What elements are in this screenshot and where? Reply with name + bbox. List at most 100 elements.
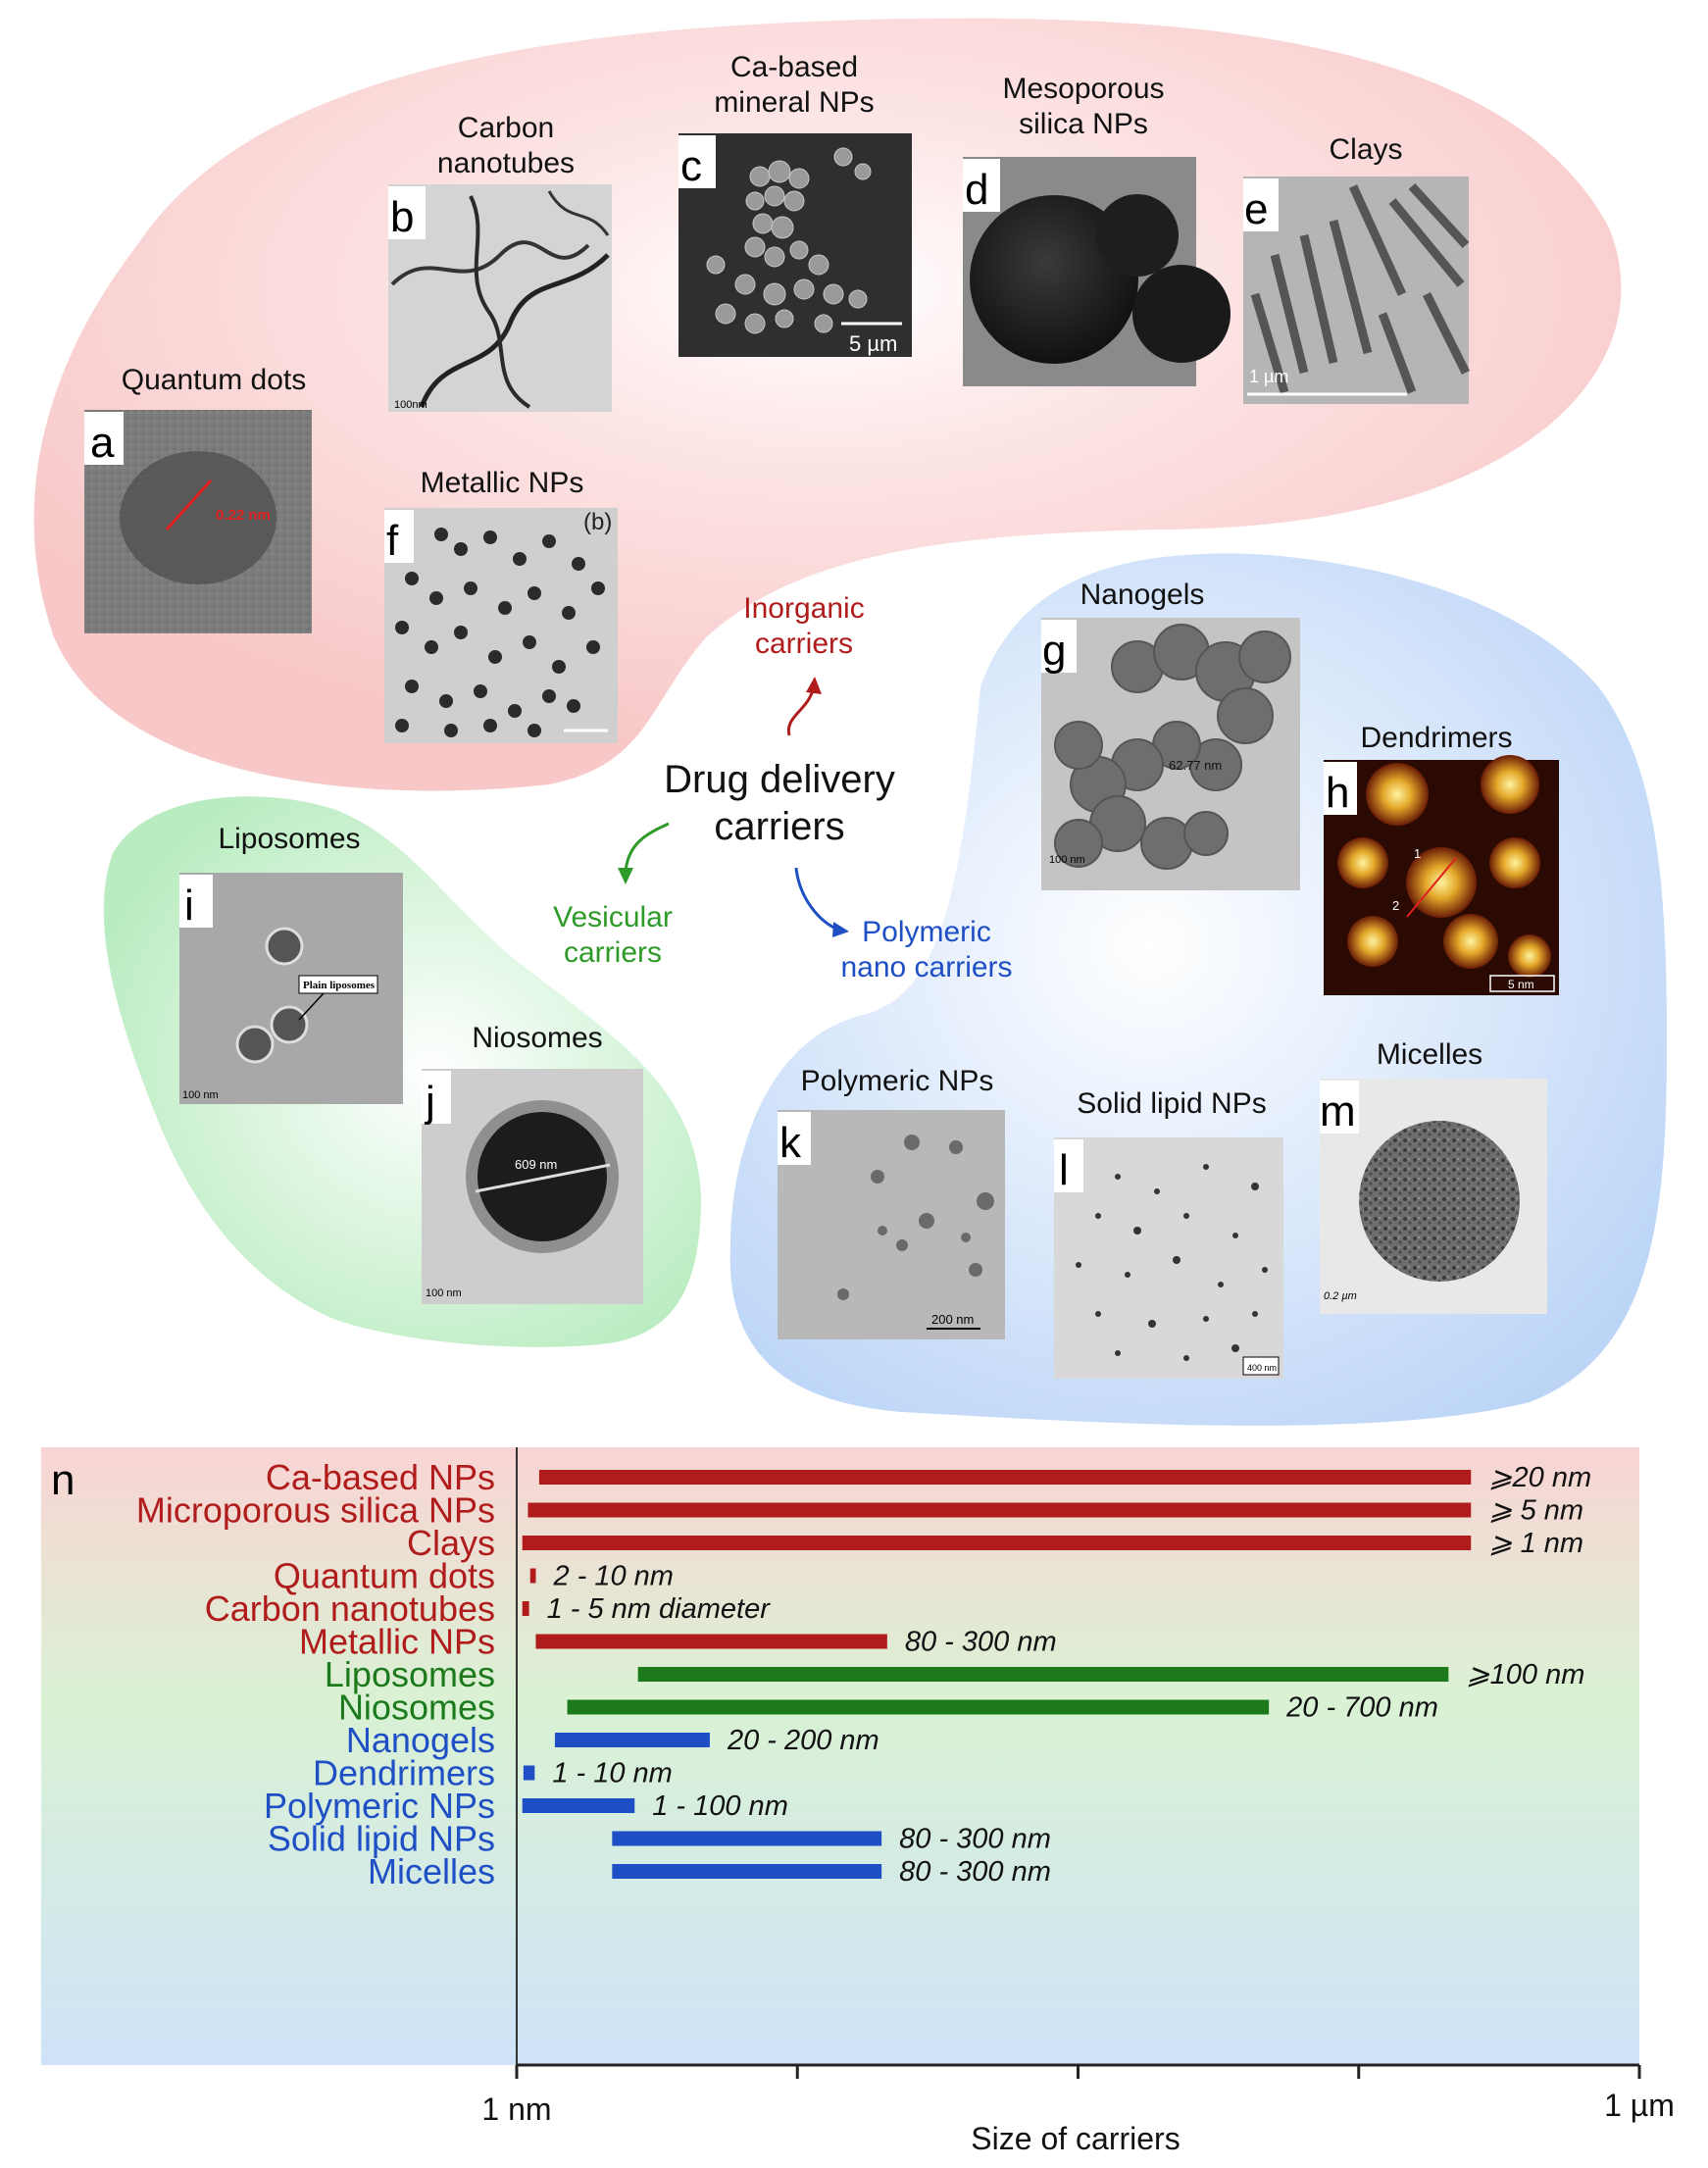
group-vesicular-line1: Vesicular bbox=[553, 901, 673, 933]
panel-i-letter-box bbox=[179, 875, 213, 928]
range-label: 1 - 100 nm bbox=[652, 1790, 788, 1822]
panel-j-scale: 100 nm bbox=[426, 1287, 462, 1299]
panel-a-letter: a bbox=[90, 419, 115, 467]
range-bar bbox=[529, 1568, 536, 1584]
panel-k-title: Polymeric NPs bbox=[801, 1065, 994, 1097]
arrow-head-vesicular bbox=[618, 868, 633, 884]
range-bar bbox=[554, 1733, 710, 1747]
panel-f-image bbox=[384, 508, 618, 743]
range-bar bbox=[535, 1634, 887, 1649]
panel-e-letter: e bbox=[1244, 185, 1268, 233]
nanotube-strand bbox=[469, 195, 531, 409]
dendrimer-blobs bbox=[1337, 755, 1551, 978]
category-label: Quantum dots bbox=[274, 1556, 495, 1596]
panel-b-title-line2: nanotubes bbox=[437, 147, 575, 179]
panel-i-liposomes: Liposomes Plain liposomes 100 nm i bbox=[179, 823, 403, 1104]
category-label: Niosomes bbox=[338, 1688, 495, 1728]
panel-i-title: Liposomes bbox=[218, 823, 360, 855]
silica-sphere-small bbox=[1096, 194, 1179, 277]
panel-g-annotation: 62.77 nm bbox=[1169, 758, 1222, 773]
panel-f-metallic-nps: Metallic NPs (b) f bbox=[384, 467, 618, 743]
panel-h-scale-box bbox=[1489, 975, 1555, 992]
category-label: Microporous silica NPs bbox=[136, 1490, 495, 1531]
range-bar bbox=[612, 1831, 882, 1846]
x-axis-title: Size of carriers bbox=[971, 2121, 1180, 2156]
panel-l-solid-lipid-nps: Solid lipid NPs 400 nm l bbox=[1054, 1087, 1283, 1379]
panel-a-quantum-dots: Quantum dots 0.22 nm a bbox=[84, 364, 312, 633]
panel-g-letter-box bbox=[1041, 620, 1077, 673]
group-polymeric-line1: Polymeric bbox=[862, 916, 991, 948]
panel-k-polymeric-nps: Polymeric NPs 200 nm k bbox=[778, 1065, 1005, 1339]
arrow-to-polymeric bbox=[794, 867, 839, 932]
range-bar bbox=[612, 1864, 882, 1879]
panel-j-annotation: 609 nm bbox=[515, 1157, 557, 1172]
panel-b-carbon-nanotubes: Carbon nanotubes 100nm b bbox=[388, 112, 612, 412]
range-bar bbox=[522, 1798, 635, 1813]
lattice-spacing-label: 0.22 nm bbox=[216, 507, 271, 524]
range-label: 1 - 5 nm diameter bbox=[547, 1593, 772, 1625]
panel-l-letter: l bbox=[1059, 1146, 1069, 1194]
panel-m-letter-box bbox=[1320, 1081, 1359, 1134]
panel-n-letter: n bbox=[51, 1456, 75, 1504]
panel-c-ca-based-nps: Ca-based mineral NPs 5 µm c bbox=[678, 51, 912, 357]
range-bar bbox=[522, 1536, 1472, 1550]
panel-i-letter: i bbox=[184, 882, 194, 930]
dendrimer-measure-line bbox=[1406, 857, 1457, 918]
panel-f-letter-box bbox=[384, 510, 414, 563]
panel-i-annotation: Plain liposomes bbox=[303, 980, 376, 991]
category-label: Nanogels bbox=[346, 1720, 495, 1760]
lattice-line bbox=[165, 479, 213, 531]
category-label: Micelles bbox=[368, 1851, 495, 1891]
panel-e-letter-box bbox=[1243, 178, 1279, 231]
range-bar bbox=[637, 1667, 1449, 1682]
arrow-head-polymeric bbox=[832, 922, 849, 937]
panel-m-micelles: Micelles 0.2 µm m bbox=[1320, 1038, 1547, 1314]
x-tick-label-right: 1 µm bbox=[1604, 2088, 1675, 2123]
range-bar bbox=[523, 1765, 535, 1781]
group-inorganic-line1: Inorganic bbox=[743, 592, 864, 625]
panel-b-title-line1: Carbon bbox=[458, 112, 554, 144]
panel-e-title: Clays bbox=[1329, 133, 1402, 166]
panel-h-title: Dendrimers bbox=[1360, 722, 1512, 754]
panel-j-letter-box bbox=[422, 1071, 451, 1124]
panel-i-pointer bbox=[298, 992, 325, 1021]
panel-e-clays: Clays 1 µm e bbox=[1243, 133, 1471, 404]
panel-a-letter-box bbox=[84, 412, 124, 465]
arrow-to-vesicular bbox=[624, 822, 670, 874]
category-label: Solid lipid NPs bbox=[268, 1819, 495, 1859]
center-title-line2: carriers bbox=[714, 805, 844, 848]
panel-h-scale: 5 nm bbox=[1508, 978, 1534, 991]
panel-j-niosomes: Niosomes 609 nm 100 nm j bbox=[422, 1022, 643, 1304]
micelle-particle bbox=[1359, 1121, 1520, 1282]
center-title-line1: Drug delivery bbox=[664, 758, 895, 801]
panel-l-image bbox=[1054, 1137, 1283, 1379]
range-label: 1 - 10 nm bbox=[552, 1758, 673, 1790]
group-polymeric-line2: nano carriers bbox=[840, 951, 1012, 983]
panel-f-title: Metallic NPs bbox=[421, 467, 584, 499]
panel-k-image bbox=[778, 1110, 1005, 1339]
panel-m-title: Micelles bbox=[1377, 1038, 1482, 1071]
x-tick-label-left: 1 nm bbox=[481, 2092, 551, 2127]
panel-l-letter-box bbox=[1054, 1139, 1083, 1192]
panel-e-scale: 1 µm bbox=[1249, 367, 1288, 386]
panel-h-mark-2: 2 bbox=[1392, 898, 1399, 913]
range-label: ⩾100 nm bbox=[1466, 1659, 1584, 1690]
category-label: Clays bbox=[407, 1523, 495, 1563]
range-label: ⩾ 5 nm bbox=[1488, 1495, 1583, 1527]
panel-k-scale: 200 nm bbox=[931, 1312, 974, 1327]
nanogel-cluster bbox=[1054, 624, 1291, 870]
panel-b-letter: b bbox=[390, 193, 414, 241]
arrow-to-inorganic bbox=[786, 685, 816, 736]
range-bar bbox=[527, 1502, 1472, 1518]
panel-d-title-line1: Mesoporous bbox=[1002, 73, 1164, 105]
panel-f-letter: f bbox=[386, 517, 399, 565]
arrow-head-inorganic bbox=[806, 677, 822, 694]
range-label: 2 - 10 nm bbox=[552, 1561, 674, 1592]
category-label: Liposomes bbox=[325, 1654, 495, 1694]
range-bar bbox=[567, 1699, 1270, 1715]
panel-h-mark-1: 1 bbox=[1414, 846, 1421, 861]
panel-d-letter-box bbox=[963, 159, 1000, 212]
category-label: Polymeric NPs bbox=[264, 1786, 495, 1826]
